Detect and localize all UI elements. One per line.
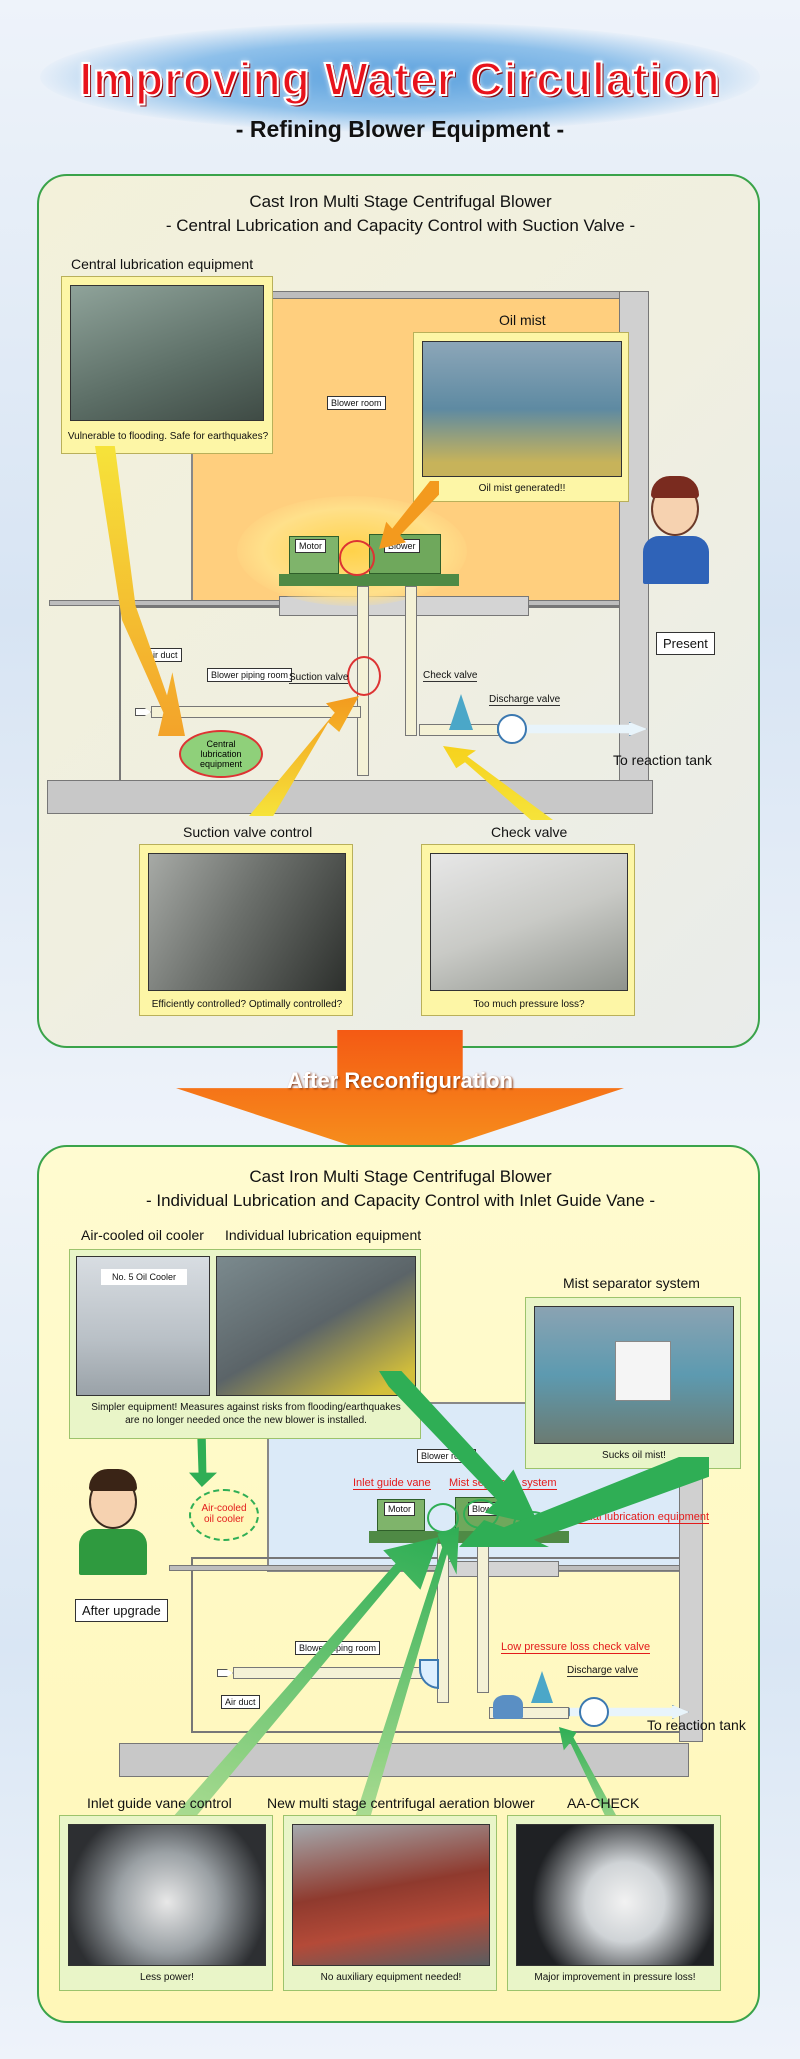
mist-separator-heading: Mist separator system [563,1275,700,1291]
aa-check-photo [516,1824,714,1966]
inlet-guide-vane-label: Inlet guide vane [353,1477,431,1490]
present-label: Present [656,632,715,655]
lubrication-photos-box: No. 5 Oil Cooler Simpler equipment! Meas… [69,1249,421,1439]
discharge-valve-label: Discharge valve [489,694,561,706]
discharge-valve-label: Discharge valve [567,1665,639,1677]
blower-piping-room-label: Blower piping room [207,668,293,682]
ground-floor [119,1743,689,1777]
motor: Motor [289,536,339,574]
blower: Blower [369,534,441,574]
mist-separator-cabinet [615,1341,671,1401]
floor-slab [169,1565,689,1571]
suction-control-photo-box: Efficiently controlled? Optimally contro… [139,844,353,1016]
to-reaction-tank-label: To reaction tank [647,1717,746,1733]
air-cooled-oil-cooler-line2: oil cooler [203,1514,245,1525]
new-blower-heading: New multi stage centrifugal aeration blo… [267,1795,535,1811]
central-lub-equipment-node: Central lubrication equipment [179,730,263,778]
after-panel: Cast Iron Multi Stage Centrifugal Blower… [37,1145,760,2023]
page-title: Improving Water Circulation [78,52,721,106]
reconfiguration-label: After Reconfiguration [286,1068,514,1093]
check-valve-diagram-label: Check valve [423,670,478,682]
discharge-pipe-vertical [405,586,417,736]
simpler-caption-1: Simpler equipment! Measures against risk… [91,1402,401,1413]
motor: Motor [377,1499,425,1531]
new-blower-photo [292,1824,490,1966]
mist-separator-photo [534,1306,734,1444]
happy-man-hair [89,1469,137,1491]
air-inlet-arrow [217,1669,233,1677]
air-inlet-arrow [135,708,151,716]
after-title-line2: - Individual Lubrication and Capacity Co… [145,1191,656,1210]
oil-mist-photo-box: Oil mist generated!! [413,332,629,502]
suction-valve-highlight [347,656,381,696]
suction-pipe-horizontal [151,706,361,718]
aa-check-heading: AA-CHECK [567,1795,640,1811]
suction-control-heading: Suction valve control [183,824,313,840]
page-subtitle: - Refining Blower Equipment - [235,116,565,142]
oil-mist-heading: Oil mist [499,312,546,328]
air-duct-label: Air duct [221,1695,260,1709]
flow-meter-icon [497,714,527,744]
suction-valve-label: Suction valve [289,672,349,684]
motor-label: Motor [295,539,327,553]
present-panel: Cast Iron Multi Stage Centrifugal Blower… [37,174,760,1048]
coupling-highlight [339,540,375,576]
worried-man-hair [651,476,699,498]
low-pressure-check-label: Low pressure loss check valve [501,1641,651,1654]
check-valve-caption: Too much pressure loss? [473,999,585,1010]
reconfiguration-arrow [176,1030,624,1162]
central-lubrication-photo-box: Vulnerable to flooding. Safe for earthqu… [61,276,273,454]
worried-man-suit [643,536,709,584]
central-lubrication-caption: Vulnerable to flooding. Safe for earthqu… [67,431,269,442]
inlet-guide-vane-highlight [427,1503,459,1533]
happy-man-suit [79,1529,147,1575]
ground-floor [47,780,653,814]
green-arrow-oil-cooler [189,1439,217,1487]
igv-control-photo [68,1824,266,1966]
present-title-line1: Cast Iron Multi Stage Centrifugal Blower [249,192,552,211]
machine-bed [279,574,459,586]
individual-lub-heading: Individual lubrication equipment [225,1227,422,1243]
new-blower-caption: No auxiliary equipment needed! [320,1972,462,1983]
blower-room-label: Blower room [327,396,386,410]
discharge-pipe-vertical [477,1543,489,1693]
to-reaction-tank-label: To reaction tank [613,752,712,768]
oil-cooler-sign: No. 5 Oil Cooler [101,1269,187,1285]
suction-control-caption: Efficiently controlled? Optimally contro… [151,999,343,1010]
air-cooled-heading: Air-cooled oil cooler [81,1227,204,1243]
central-lubrication-heading: Central lubrication equipment [71,256,254,272]
flow-meter-icon [579,1697,609,1727]
present-title-line2: - Central Lubrication and Capacity Contr… [165,216,636,235]
check-valve-heading: Check valve [491,824,568,840]
after-upgrade-label: After upgrade [75,1599,168,1622]
air-cooled-oil-cooler-node: Air-cooled oil cooler [189,1489,259,1541]
check-valve-icon [493,1695,523,1719]
aa-check-caption: Major improvement in pressure loss! [534,1972,696,1983]
oil-mist-caption: Oil mist generated!! [478,483,566,494]
title-cloud [40,22,760,132]
motor-label: Motor [384,1502,416,1516]
oil-mist-photo [422,341,622,477]
suction-control-photo [148,853,346,991]
check-valve-photo [430,853,628,991]
central-lubrication-photo [70,285,264,421]
air-cooled-oil-cooler-line1: Air-cooled [201,1503,247,1514]
check-valve-photo-box: Too much pressure loss? [421,844,635,1016]
igv-control-caption: Less power! [140,1972,194,1983]
new-blower-photo-box: No auxiliary equipment needed! [283,1815,497,1991]
mist-separator-caption: Sucks oil mist! [602,1450,666,1461]
igv-control-heading: Inlet guide vane control [87,1795,232,1811]
oil-cooler-photo: No. 5 Oil Cooler [76,1256,210,1396]
simpler-caption-2: are no longer needed once the new blower… [125,1415,367,1426]
aa-check-photo-box: Major improvement in pressure loss! [507,1815,721,1991]
after-title-line1: Cast Iron Multi Stage Centrifugal Blower [249,1167,552,1186]
igv-control-photo-box: Less power! [59,1815,273,1991]
mist-separator-photo-box: Sucks oil mist! [525,1297,741,1469]
